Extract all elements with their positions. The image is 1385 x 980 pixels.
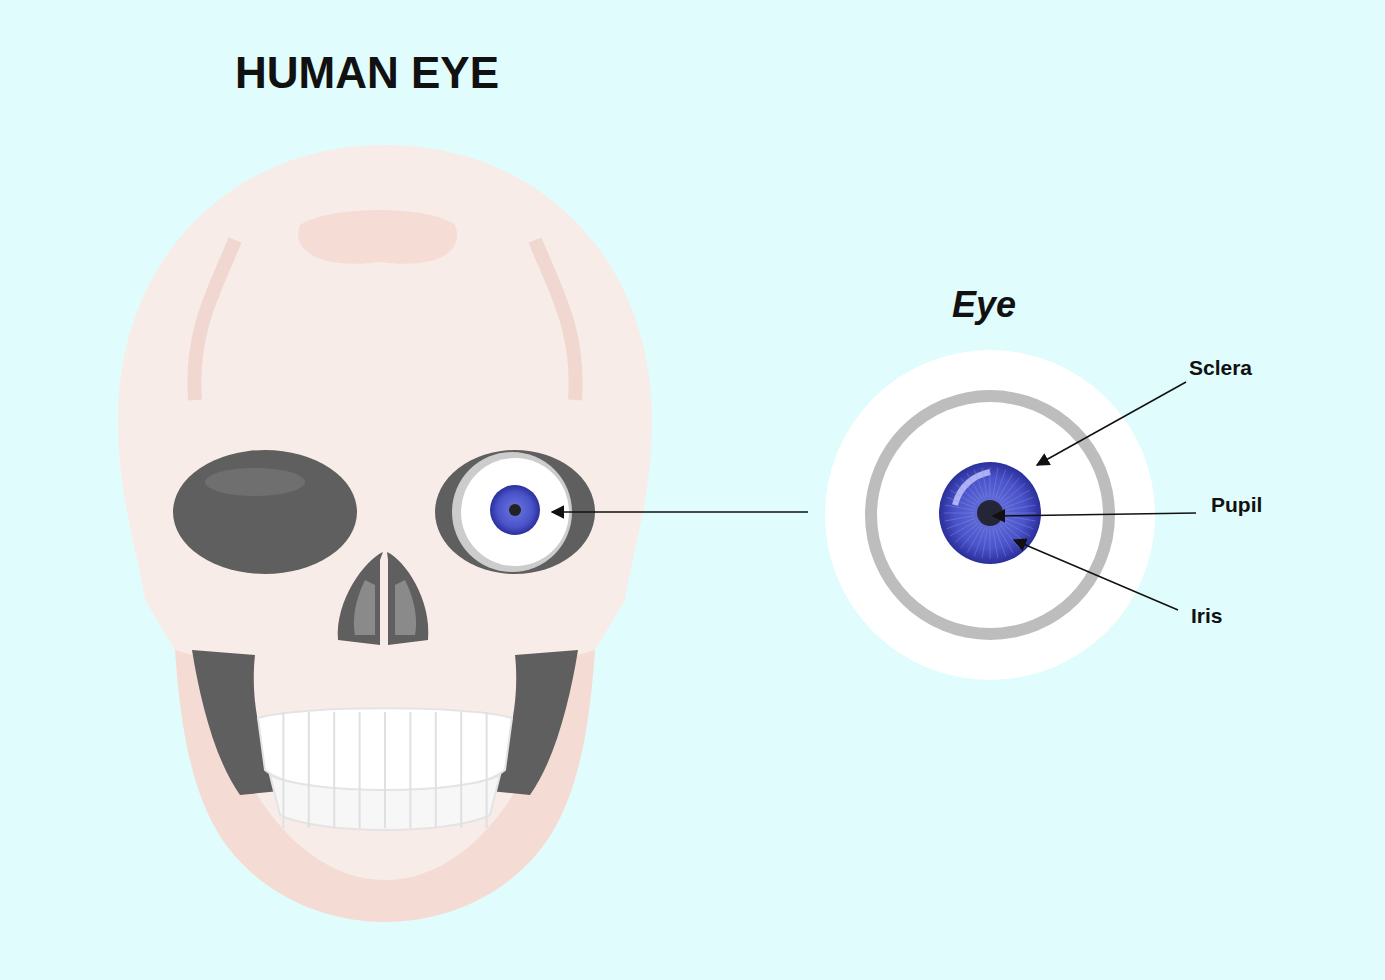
tooth-gap — [282, 712, 284, 828]
skull-shading — [175, 650, 595, 922]
tooth-gap — [409, 712, 411, 828]
zoom-arrow — [552, 511, 808, 513]
leader-line — [1014, 540, 1178, 610]
iris-fibres — [944, 467, 1036, 559]
diagram-title: HUMAN EYE — [235, 48, 499, 98]
tooth-gap — [333, 712, 335, 828]
figure-heading: Eye — [952, 284, 1016, 326]
tooth-gap — [486, 712, 488, 828]
forehead-patch — [298, 210, 457, 264]
temple-ridge — [535, 240, 576, 400]
part-label: Sclera — [1189, 356, 1252, 380]
iris-fibre — [1000, 525, 1019, 548]
iris-fibre — [967, 473, 982, 499]
iris-fibre — [950, 521, 976, 536]
iris — [490, 485, 540, 535]
iris-glint — [955, 472, 990, 505]
nasal-cavity — [387, 552, 428, 645]
tooth-gap — [359, 712, 361, 828]
iris-fibre — [1005, 518, 1033, 528]
leader-line — [1037, 382, 1186, 465]
iris-fibre — [982, 468, 987, 498]
iris-fibre — [947, 497, 975, 507]
nasal-cavity — [338, 552, 383, 645]
socket-highlight — [205, 468, 305, 496]
eye-socket — [173, 450, 357, 574]
part-label: Iris — [1191, 604, 1223, 628]
tooth-gap — [460, 712, 462, 828]
pupil — [977, 500, 1003, 526]
skull — [118, 145, 652, 922]
teeth — [258, 708, 512, 830]
nasal-shade — [395, 580, 416, 635]
iris-fibre — [944, 513, 974, 514]
iris-fibre — [1002, 483, 1025, 502]
leader-line — [993, 513, 1196, 516]
iris-fibre — [945, 516, 975, 521]
iris-fibre — [1006, 505, 1036, 510]
iris-fibre — [995, 470, 1005, 498]
tooth-gap — [435, 712, 437, 828]
iris-fibre — [993, 529, 998, 559]
iris-fibre — [955, 523, 978, 542]
iris-fibre — [1004, 490, 1030, 505]
iris-fibre — [998, 527, 1013, 553]
iris-fibre — [960, 478, 979, 501]
pupil — [509, 504, 521, 516]
iris-fibre — [974, 528, 984, 556]
tooth-gap — [308, 712, 310, 828]
iris — [939, 462, 1041, 564]
iris-fibre — [990, 529, 991, 559]
temple-ridge — [194, 240, 235, 400]
part-label: Pupil — [1211, 493, 1262, 517]
nasal-shade — [354, 580, 375, 635]
tooth-gap — [384, 712, 386, 828]
iris-fibre — [990, 467, 991, 497]
iris-fibre — [1006, 513, 1036, 514]
